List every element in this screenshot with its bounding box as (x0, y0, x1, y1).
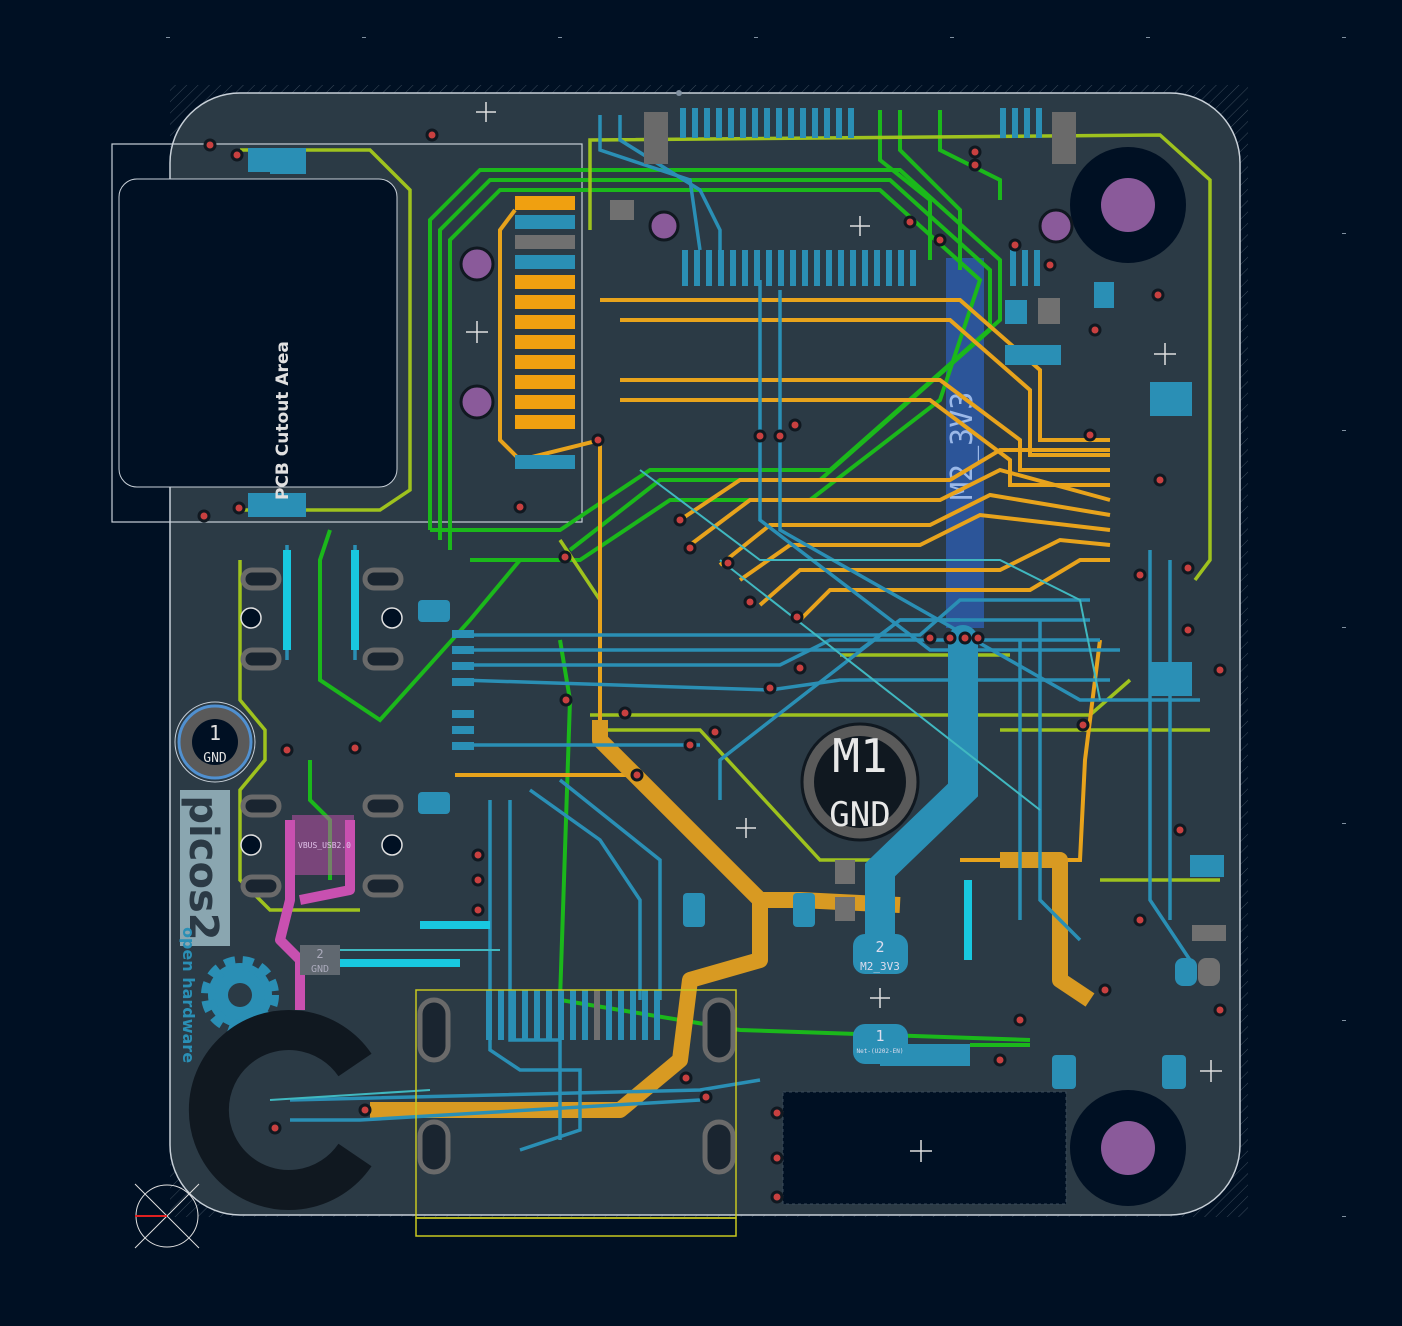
picos2-logo: picos2 open hardware (179, 790, 230, 1063)
small-pad-number: 2 (316, 947, 323, 961)
fpc-pad-gray (515, 235, 575, 249)
vbus-net-label: VBUS_USB2.0 (298, 841, 351, 850)
vbus-pad-area[interactable] (292, 815, 354, 875)
pad2-number: 2 (875, 938, 884, 956)
logo-text: picos2 (180, 795, 226, 940)
pad-2-m2-3v3[interactable]: 2 M2_3V3 (853, 934, 908, 974)
front-copper-traces[interactable] (455, 208, 1111, 862)
pcb-cutout-area[interactable] (111, 143, 583, 523)
ic-pads-left[interactable] (418, 600, 474, 814)
oshw-text: open hardware (179, 927, 198, 1063)
cyan-traces[interactable] (283, 550, 972, 967)
switch-holes (240, 607, 403, 856)
gray-pads (610, 200, 1226, 986)
connector-mount-left (644, 112, 668, 164)
cutout-area-label: PCB Cutout Area (273, 341, 293, 500)
origin-cross (910, 1140, 932, 1162)
pad-1-en[interactable]: 1 Net-(U202-EN) (853, 1024, 970, 1066)
connector-mount-right (1052, 112, 1076, 164)
top-connector-pads[interactable] (680, 108, 1042, 138)
back-copper-traces[interactable] (285, 115, 1200, 1152)
grid-markers (166, 37, 1346, 1217)
inner-lime-traces[interactable] (238, 133, 1220, 912)
switch-pads[interactable] (240, 567, 404, 898)
gnd-test-point[interactable]: 1 GND (174, 701, 256, 783)
m1-net-label: GND (829, 795, 890, 835)
pad2-net: M2_3V3 (860, 960, 900, 973)
keepout-zone (782, 1091, 1067, 1205)
tp-gnd-number: 1 (209, 721, 221, 745)
pad1-net: Net-(U202-EN) (857, 1048, 904, 1055)
tp-gnd-net: GND (203, 751, 227, 766)
power-back-trace[interactable] (865, 625, 978, 955)
c-logo-icon (188, 1010, 372, 1210)
m1-standoff[interactable]: M1 GND (800, 722, 920, 842)
cyan-thin-traces[interactable] (269, 469, 1101, 1101)
usb-courtyard-tab (415, 1217, 737, 1237)
usb-shield-slots[interactable] (417, 997, 736, 1175)
small-pad-net: GND (311, 964, 329, 975)
oshw-gear-icon (201, 956, 279, 1034)
pad1-number: 1 (875, 1027, 884, 1045)
usb-connector-pads[interactable] (486, 990, 660, 1040)
fpc-back-pads[interactable] (515, 215, 575, 469)
m1-ref-label: M1 (832, 729, 887, 783)
board-anchor (676, 90, 682, 96)
vias[interactable] (197, 128, 1227, 1204)
mounting-holes[interactable] (459, 147, 1186, 1206)
m2-connector-pads[interactable] (682, 250, 1040, 286)
fpc-pads[interactable] (515, 196, 575, 429)
small-gnd-pad[interactable]: 2 GND (300, 945, 340, 975)
right-components[interactable] (248, 148, 1224, 1089)
origin-marker-icon (134, 1183, 200, 1249)
